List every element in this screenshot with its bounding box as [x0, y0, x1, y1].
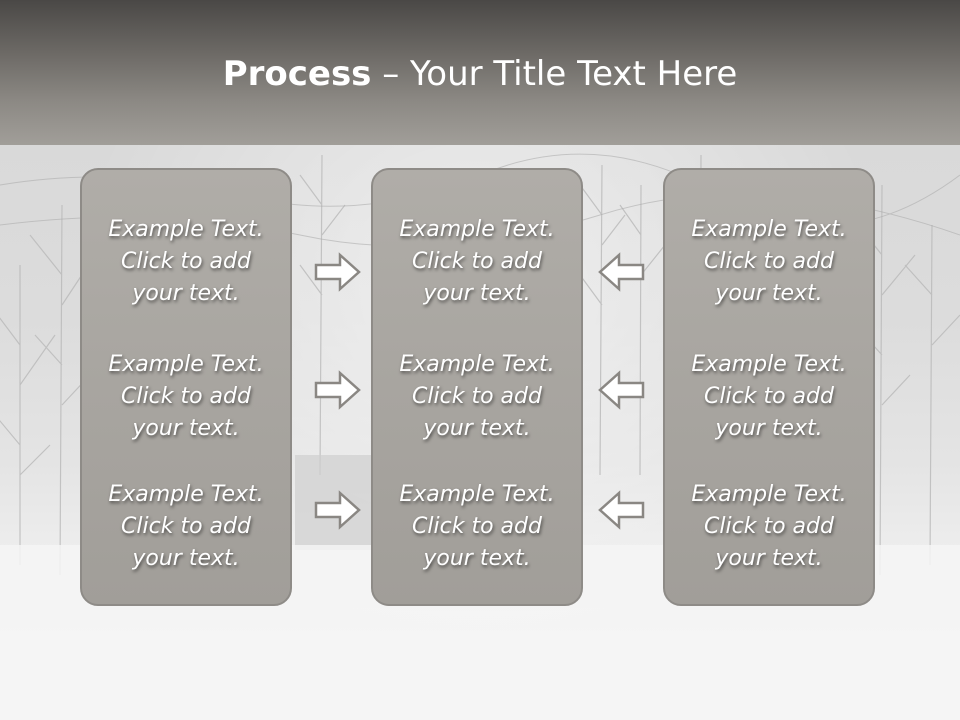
- text-line: Click to add: [121, 249, 251, 274]
- text-block[interactable]: Example Text. Click to add your text.: [82, 214, 290, 310]
- text-block[interactable]: Example Text. Click to add your text.: [665, 214, 873, 310]
- arrow-right-icon: [314, 252, 361, 292]
- text-block[interactable]: Example Text. Click to add your text.: [373, 214, 581, 310]
- text-line: your text.: [132, 281, 240, 306]
- text-line: Example Text.: [399, 482, 555, 507]
- text-line: Example Text.: [691, 482, 847, 507]
- text-line: Click to add: [121, 514, 251, 539]
- text-line: Example Text.: [399, 217, 555, 242]
- title-bar: Process – Your Title Text Here: [0, 0, 960, 145]
- title-rest: – Your Title Text Here: [371, 54, 738, 94]
- text-line: your text.: [715, 546, 823, 571]
- text-line: Example Text.: [399, 352, 555, 377]
- text-line: Example Text.: [108, 482, 264, 507]
- text-line: your text.: [423, 416, 531, 441]
- text-line: Click to add: [412, 249, 542, 274]
- text-line: Click to add: [704, 249, 834, 274]
- text-line: your text.: [132, 416, 240, 441]
- text-line: your text.: [715, 416, 823, 441]
- text-block[interactable]: Example Text. Click to add your text.: [665, 349, 873, 445]
- text-block[interactable]: Example Text. Click to add your text.: [82, 349, 290, 445]
- process-box-left[interactable]: Example Text. Click to add your text. Ex…: [80, 168, 292, 606]
- text-block[interactable]: Example Text. Click to add your text.: [665, 479, 873, 575]
- text-line: Click to add: [412, 514, 542, 539]
- arrow-right-icon: [314, 490, 361, 530]
- text-block[interactable]: Example Text. Click to add your text.: [373, 479, 581, 575]
- text-block[interactable]: Example Text. Click to add your text.: [373, 349, 581, 445]
- arrow-left-icon: [598, 490, 645, 530]
- arrow-left-icon: [598, 370, 645, 410]
- process-box-right[interactable]: Example Text. Click to add your text. Ex…: [663, 168, 875, 606]
- text-line: your text.: [715, 281, 823, 306]
- text-line: Example Text.: [108, 352, 264, 377]
- text-line: Example Text.: [108, 217, 264, 242]
- text-line: Example Text.: [691, 217, 847, 242]
- text-block[interactable]: Example Text. Click to add your text.: [82, 479, 290, 575]
- text-line: your text.: [132, 546, 240, 571]
- arrow-right-icon: [314, 370, 361, 410]
- process-box-center[interactable]: Example Text. Click to add your text. Ex…: [371, 168, 583, 606]
- title-bold: Process: [222, 54, 372, 94]
- text-line: Click to add: [121, 384, 251, 409]
- text-line: Click to add: [704, 514, 834, 539]
- text-line: Click to add: [704, 384, 834, 409]
- text-line: Example Text.: [691, 352, 847, 377]
- arrow-left-icon: [598, 252, 645, 292]
- text-line: your text.: [423, 281, 531, 306]
- text-line: Click to add: [412, 384, 542, 409]
- text-line: your text.: [423, 546, 531, 571]
- slide-title[interactable]: Process – Your Title Text Here: [0, 52, 960, 96]
